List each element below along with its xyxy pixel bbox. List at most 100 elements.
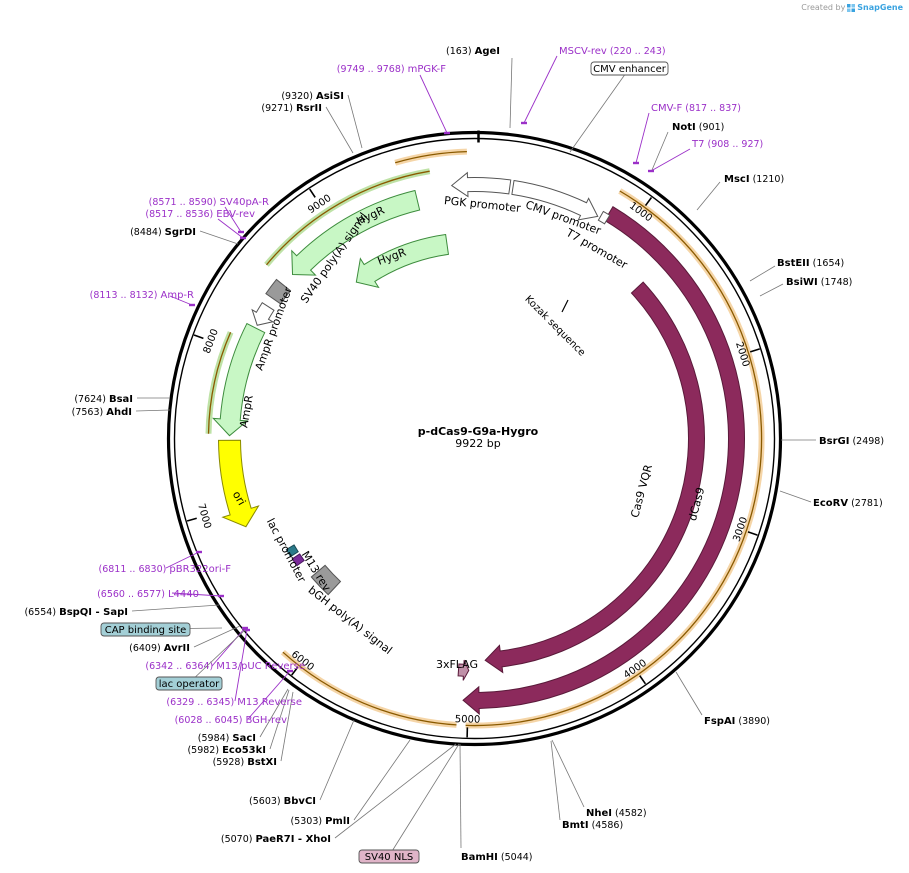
site-position: (3890) [735, 716, 770, 727]
site-ahdi[interactable]: (7563) AhdI [72, 407, 171, 418]
site-leader-line [696, 181, 721, 211]
site-position: (5070) [221, 834, 256, 845]
orf-highlight-arcs [205, 148, 765, 729]
boxed-cmv-enhancer[interactable]: CMV enhancer [569, 61, 669, 153]
primer-bgh-rev[interactable]: (6028 .. 6045) BGH-rev [175, 669, 293, 726]
primer-sv40pa-r[interactable]: (8571 .. 8590) SV40pA-R [149, 197, 269, 234]
primer-range: (6811 .. 6830) [99, 564, 170, 575]
dcas9-arrow[interactable] [462, 205, 745, 716]
site-name: PmlI [325, 816, 350, 827]
site-bsai[interactable]: (7624) BsaI [74, 394, 170, 405]
site-asisi[interactable]: (9320) AsiSI [281, 91, 363, 149]
boxed-leader-line [388, 743, 460, 857]
flag-tag-arrow[interactable] [457, 659, 470, 681]
cas9-vqr-arrow[interactable] [484, 281, 705, 674]
scale-tick-label: 7000 [195, 502, 213, 529]
hygr-orf-highlight [266, 170, 430, 266]
site-pmli[interactable]: (5303) PmlI [290, 739, 411, 827]
primer-m13-puc-reverse[interactable]: (6342 .. 6364) M13/pUC Reverse [145, 626, 305, 672]
primer-mscv-rev[interactable]: MSCV-rev (220 .. 243) [521, 46, 666, 125]
primer-pbr322ori-f[interactable]: (6811 .. 6830) pBR322ori-F [99, 550, 232, 575]
site-bspqi[interactable]: (6554) BspQI - SapI [24, 604, 220, 618]
site-noti[interactable]: NotI (901) [651, 122, 724, 171]
primer-amp-r[interactable]: (8113 .. 8132) Amp-R [90, 290, 195, 307]
site-bamhi[interactable]: BamHI (5044) [459, 743, 533, 863]
t7-promoter-block[interactable] [597, 210, 611, 225]
primer-mpgk-f[interactable]: (9749 .. 9768) mPGK-F [337, 64, 450, 135]
site-label: BsiWI (1748) [786, 277, 852, 288]
site-label: (8484) SgrDI [130, 227, 196, 238]
site-name: BbvCI [284, 796, 316, 807]
boxed-label-box [590, 61, 669, 76]
site-eco53ki[interactable]: (5982) Eco53kI [187, 689, 290, 756]
site-label: NotI (901) [672, 122, 724, 133]
primer-label: (6560 .. 6577) L4440 [97, 589, 199, 600]
dcas9-orf-highlight-glow [465, 188, 765, 729]
hygr-arrow-outer[interactable] [291, 189, 421, 276]
site-bmti[interactable]: BmtI (4586) [550, 740, 623, 831]
bgh-polya-block[interactable] [310, 564, 342, 596]
site-name: NotI [672, 122, 696, 133]
kozak-tick [561, 299, 569, 313]
cmv-promoter-arrow[interactable] [511, 179, 599, 221]
boxed-lac-operator[interactable]: lac operator [155, 629, 246, 691]
orf-highlight-lower [282, 651, 457, 726]
site-name: BsrGI [819, 436, 849, 447]
sv40-polya-block[interactable] [265, 278, 292, 305]
site-agei[interactable]: (163) AgeI [446, 46, 513, 129]
site-position: (2498) [849, 436, 884, 447]
credit-brand: SnapGene [857, 3, 903, 12]
site-name: EcoRV [813, 498, 848, 509]
site-rsrii[interactable]: (9271) RsrII [261, 103, 354, 154]
site-label: BstEII (1654) [777, 258, 844, 269]
primer-t7[interactable]: T7 (908 .. 927) [648, 139, 763, 173]
site-saci[interactable]: (5984) SacI [198, 688, 289, 744]
site-position: (9271) [261, 103, 296, 114]
site-leader-line [651, 131, 669, 171]
pgk-promoter-arrow[interactable] [450, 171, 512, 198]
kozak-sequence-label: Kozak sequence [522, 294, 587, 359]
boxed-cap-binding-site[interactable]: CAP binding site [100, 622, 223, 637]
site-bsrgi[interactable]: BsrGI (2498) [781, 436, 884, 447]
primer-range: (6329 .. 6345) [166, 697, 237, 708]
lac-promoter-block[interactable] [285, 544, 299, 558]
primer-leader-line [247, 670, 291, 720]
boxed-sv40-nls[interactable]: SV40 NLS [358, 743, 460, 864]
site-bstxi[interactable]: (5928) BstXI [213, 691, 294, 768]
hygr-arrow-inner[interactable] [355, 233, 450, 289]
site-nhei[interactable]: NheI (4582) [551, 739, 647, 819]
site-paer7i[interactable]: (5070) PaeR7I - XhoI [221, 743, 457, 845]
primer-leader-line [169, 295, 193, 306]
site-ecorv[interactable]: EcoRV (2781) [779, 490, 883, 509]
site-name: AsiSI [316, 91, 344, 102]
m13-rev-block[interactable] [291, 553, 305, 567]
site-position: (9320) [281, 91, 316, 102]
site-name: MscI [724, 174, 750, 185]
site-position: (5928) [213, 757, 248, 768]
site-name: BsiWI [786, 277, 818, 288]
ampr-arrow[interactable] [212, 322, 266, 437]
site-sgrdi[interactable]: (8484) SgrDI [130, 227, 239, 245]
site-msci[interactable]: MscI (1210) [696, 174, 784, 211]
primer-ebv-rev[interactable]: (8517 .. 8536) EBV-rev [145, 209, 255, 240]
ampr-promoter-arrow[interactable] [251, 302, 275, 326]
primer-cmv-f[interactable]: CMV-F (817 .. 837) [633, 103, 741, 165]
feature-arrows [212, 171, 745, 716]
site-bsteii[interactable]: BstEII (1654) [749, 258, 844, 282]
site-name: BstEII [777, 258, 810, 269]
site-label: (7563) AhdI [72, 407, 132, 418]
primer-leader-line [211, 627, 246, 667]
site-position: (5044) [498, 852, 533, 863]
site-fspai[interactable]: FspAI (3890) [675, 671, 770, 727]
scale-tick [639, 675, 647, 685]
ori-arrow[interactable] [218, 439, 260, 528]
site-avrii[interactable]: (6409) AvrII [129, 625, 241, 654]
plasmid-title: p-dCas9-G9a-Hygro 9922 bp [418, 425, 539, 450]
site-label: (9271) RsrII [261, 103, 322, 114]
primer-leader-line [234, 629, 248, 702]
primer-l4440[interactable]: (6560 .. 6577) L4440 [97, 589, 224, 600]
site-bbvci[interactable]: (5603) BbvCI [249, 719, 355, 807]
site-bsiwi[interactable]: BsiWI (1748) [759, 277, 852, 297]
site-label: EcoRV (2781) [813, 498, 883, 509]
site-label: (5303) PmlI [290, 816, 350, 827]
